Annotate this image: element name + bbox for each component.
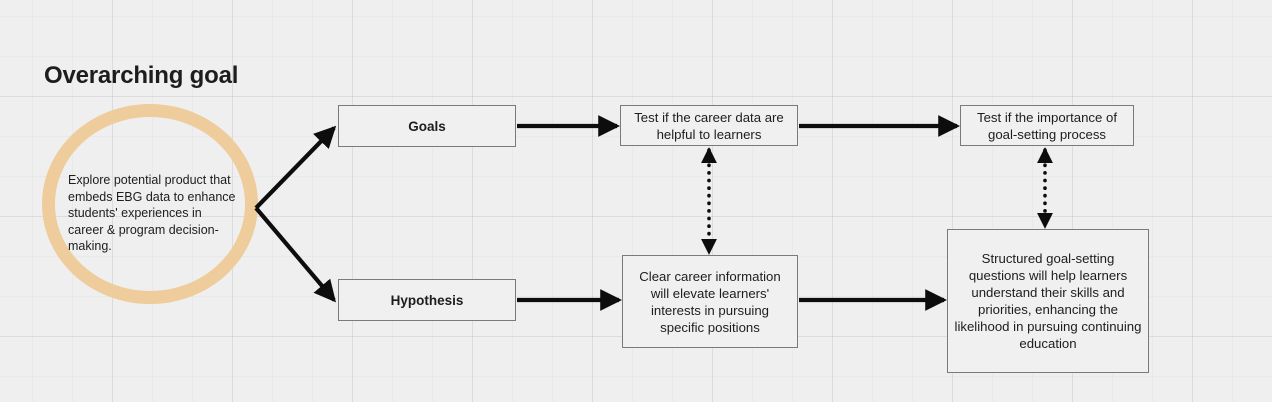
node-hypothesis-label: Hypothesis (390, 292, 464, 308)
overarching-goal-text: Explore potential product that embeds EB… (68, 173, 236, 254)
node-clear-career-info[interactable]: Clear career information will elevate le… (622, 255, 798, 348)
node-structured-goal-setting-label: Structured goal-setting questions will h… (954, 251, 1142, 351)
page-title: Overarching goal (44, 62, 239, 89)
node-clear-career-info-label: Clear career information will elevate le… (639, 268, 781, 335)
node-test-importance[interactable]: Test if the importance of goal-setting p… (960, 105, 1134, 146)
node-structured-goal-setting[interactable]: Structured goal-setting questions will h… (947, 229, 1149, 373)
node-hypothesis[interactable]: Hypothesis (338, 279, 516, 321)
node-goals[interactable]: Goals (338, 105, 516, 147)
edge-goal-to-hypothesis (254, 206, 336, 303)
node-goals-label: Goals (408, 118, 446, 134)
node-test-importance-label: Test if the importance of goal-setting p… (977, 109, 1117, 142)
edge-goal-to-goals (254, 125, 337, 210)
node-test-career-data[interactable]: Test if the career data are helpful to l… (620, 105, 798, 146)
node-test-career-data-label: Test if the career data are helpful to l… (634, 109, 784, 142)
